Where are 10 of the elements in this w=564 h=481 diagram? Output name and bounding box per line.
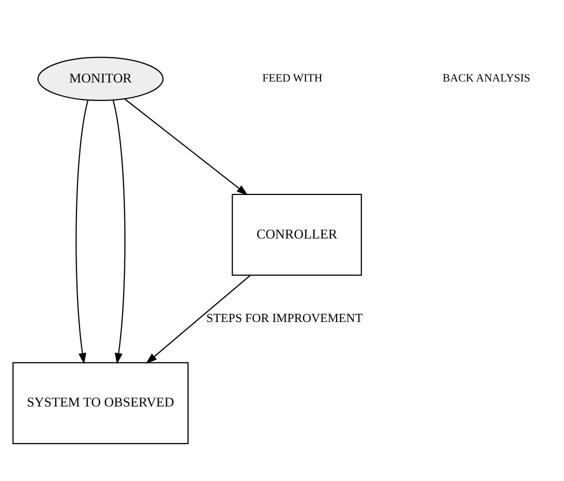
arrow [112, 100, 126, 364]
arrow [146, 274, 251, 364]
label: FEED WITH [262, 72, 322, 84]
node-ellipse: MONITOR [37, 56, 164, 100]
edge-label: STEPS FOR IMPROVEMENT [206, 310, 363, 325]
arrow [76, 100, 88, 364]
label: BACK ANALYSIS [442, 72, 530, 84]
node-box: CONROLLER [232, 193, 362, 276]
node-box: SYSTEM TO OBSERVED [12, 362, 189, 444]
arrow [124, 98, 248, 195]
